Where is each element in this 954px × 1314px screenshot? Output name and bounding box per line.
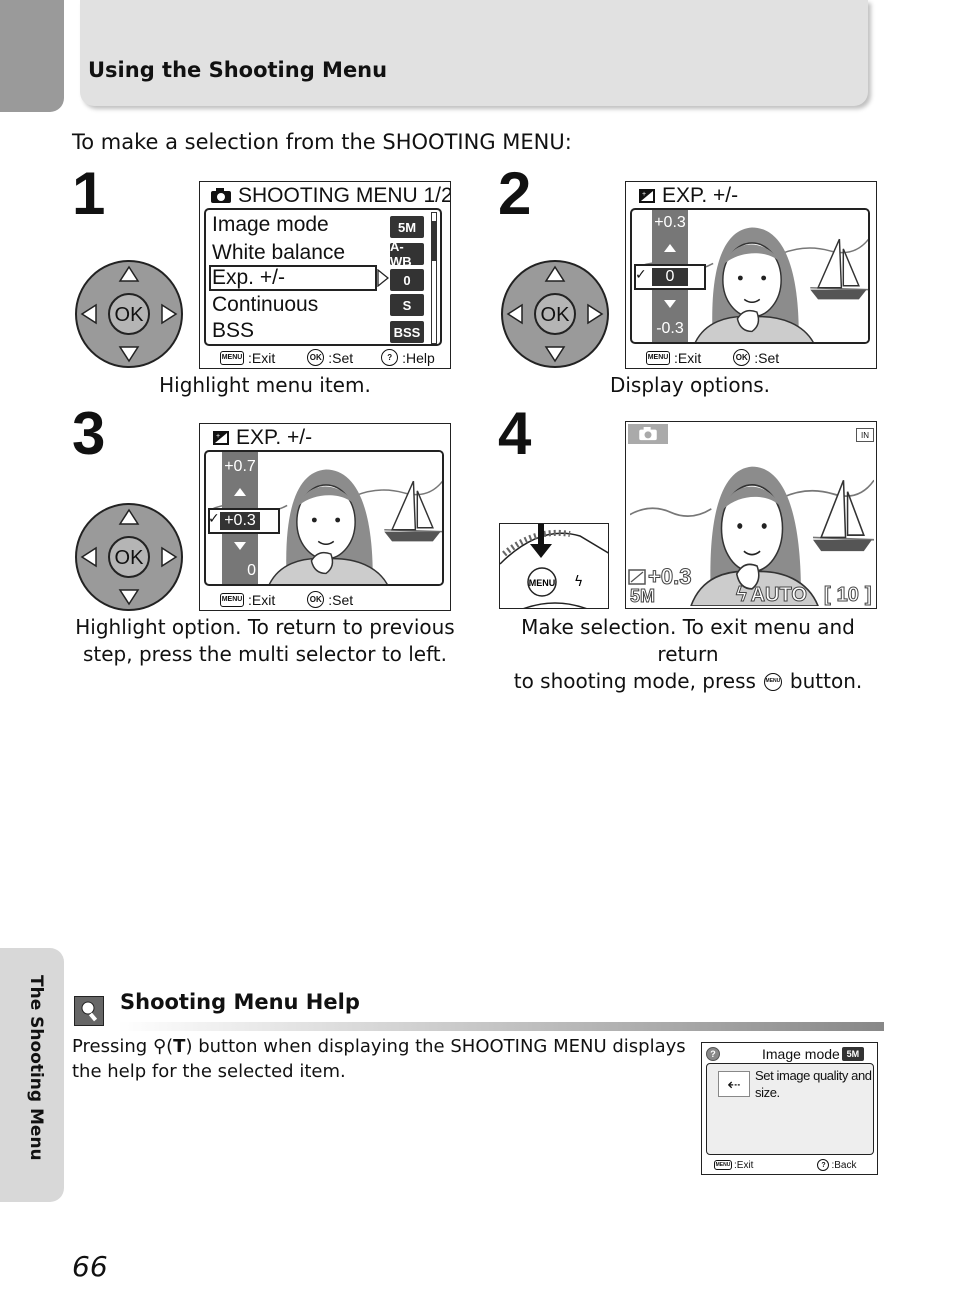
menu-button-icon: MENU <box>220 350 244 365</box>
scrollbar-thumb[interactable] <box>432 221 436 261</box>
menu-highlight <box>209 265 377 291</box>
arrow-up-icon <box>234 488 246 496</box>
arrow-down-icon <box>234 542 246 550</box>
step-4-number: 4 <box>498 400 532 467</box>
camera-top-view: MENU ϟ <box>499 523 609 609</box>
step-1-caption: Highlight menu item. <box>159 373 371 397</box>
chapter-tab-top <box>0 0 64 112</box>
exposure-comp-icon: + <box>639 189 655 203</box>
ok-button-icon: OK <box>733 349 751 366</box>
page-number: 66 <box>72 1250 108 1283</box>
intro-text: To make a selection from the SHOOTING ME… <box>72 130 572 154</box>
value-option-selected[interactable]: +0.3 <box>220 512 260 530</box>
step-2-caption: Display options. <box>609 373 771 397</box>
header-bar <box>80 0 868 106</box>
badge-bss: BSS <box>390 321 424 343</box>
step-2-number: 2 <box>498 160 532 227</box>
badge-exp: 0 <box>390 269 424 291</box>
help-screen: ? Image mode 5M ⇠ Set image quality and … <box>701 1042 878 1175</box>
page-title: Using the Shooting Menu <box>88 58 388 82</box>
value-option[interactable]: 0 <box>247 562 256 579</box>
frames-remaining: [10] <box>824 584 873 607</box>
step-3-caption: Highlight option. To return to previous … <box>75 615 455 666</box>
ok-label: OK <box>115 304 145 326</box>
internal-memory-icon: IN <box>856 428 874 442</box>
check-icon: ✓ <box>635 267 647 283</box>
scrollbar[interactable] <box>431 212 437 344</box>
camera-icon <box>211 188 231 203</box>
exposure-comp-icon <box>628 569 646 585</box>
shooting-mode-icon <box>628 424 668 444</box>
help-screen-title: Image mode 5M <box>762 1046 864 1062</box>
flash-icon: ϟ <box>736 584 748 607</box>
exposure-comp-icon: + <box>213 431 229 445</box>
help-icon: ? <box>381 349 399 366</box>
value-option[interactable]: +0.7 <box>224 458 256 475</box>
check-icon: ✓ <box>208 511 220 527</box>
badge-image-mode: 5M <box>390 216 424 238</box>
help-description: Set image quality and size. <box>755 1068 872 1100</box>
exposure-readout: +0.3 <box>628 564 692 590</box>
chapter-label: The Shooting Menu <box>26 975 46 1161</box>
tip-icon <box>74 996 104 1026</box>
preview-frame: +0.7 +0.3 ✓ 0 <box>204 450 444 586</box>
menu-item-exp[interactable]: Exp. +/- <box>212 266 285 289</box>
screen-footer: MENU:Exit OK:Set <box>220 591 354 608</box>
svg-text:ϟ: ϟ <box>574 574 583 590</box>
mode-dial-icon: MENU ϟ <box>500 524 608 608</box>
ok-button-icon: OK <box>307 349 325 366</box>
menu-item-image-mode[interactable]: Image mode <box>212 213 329 236</box>
help-section-title: Shooting Menu Help <box>120 990 360 1014</box>
image-mode-readout: 5M <box>629 586 656 607</box>
svg-text:MENU: MENU <box>529 578 556 588</box>
section-rule <box>118 1022 884 1031</box>
screen-title: + EXP. +/- <box>638 184 738 208</box>
arrow-up-icon <box>664 244 676 252</box>
screen-title: + EXP. +/- <box>212 426 312 450</box>
menu-item-white-balance[interactable]: White balance <box>212 241 346 264</box>
svg-text:+: + <box>216 433 220 440</box>
menu-item-bss[interactable]: BSS <box>212 319 255 342</box>
screen-footer: MENU:Exit OK:Set <box>646 349 780 366</box>
arrow-down-icon <box>664 300 676 308</box>
zoom-in-icon: ⚲( <box>152 1036 174 1057</box>
image-quality-icon: ⇠ <box>718 1071 750 1097</box>
menu-item-continuous[interactable]: Continuous <box>212 293 319 316</box>
value-option-selected[interactable]: 0 <box>652 268 688 286</box>
multi-selector-icon: OK <box>75 503 183 611</box>
menu-button-icon: MENU <box>763 672 782 691</box>
step-3-screen: + EXP. +/- +0.7 +0.3 ✓ 0 MENU:Exit OK:Se… <box>199 423 451 611</box>
step-2-screen: + EXP. +/- +0.3 0 ✓ -0.3 MENU:Exit OK:Se… <box>625 181 877 369</box>
svg-text:+: + <box>642 191 646 198</box>
help-icon: ? <box>706 1047 720 1061</box>
step-4-caption: Make selection. To exit menu and return … <box>513 615 863 693</box>
preview-frame: +0.3 0 ✓ -0.3 <box>630 208 870 344</box>
help-section-text: Pressing ⚲(T) button when displaying the… <box>72 1036 686 1082</box>
step-3-number: 3 <box>72 400 106 467</box>
multi-selector-icon: OK <box>75 260 183 368</box>
menu-button-icon: MENU <box>220 592 244 607</box>
ok-button-icon: OK <box>307 591 325 608</box>
badge-continuous: S <box>390 294 424 316</box>
screen-footer: MENU:Exit OK:Set ?:Help <box>220 349 435 366</box>
value-option[interactable]: -0.3 <box>656 320 684 337</box>
badge-white-balance: A-WB <box>390 239 424 269</box>
chapter-side-tab <box>0 948 64 1202</box>
svg-text:OK: OK <box>541 304 571 326</box>
menu-button-icon: MENU <box>646 350 670 365</box>
multi-selector-icon: OK <box>501 260 609 368</box>
step-1-screen: SHOOTING MENU 1/2 Image mode White balan… <box>199 181 451 369</box>
svg-text:OK: OK <box>115 547 145 569</box>
step-1-number: 1 <box>72 160 106 227</box>
help-screen-footer: MENU:Exit ?:Back <box>714 1159 857 1171</box>
value-option[interactable]: +0.3 <box>654 214 686 231</box>
arrow-right-icon <box>377 269 389 287</box>
screen-title: SHOOTING MENU 1/2 <box>210 184 450 208</box>
